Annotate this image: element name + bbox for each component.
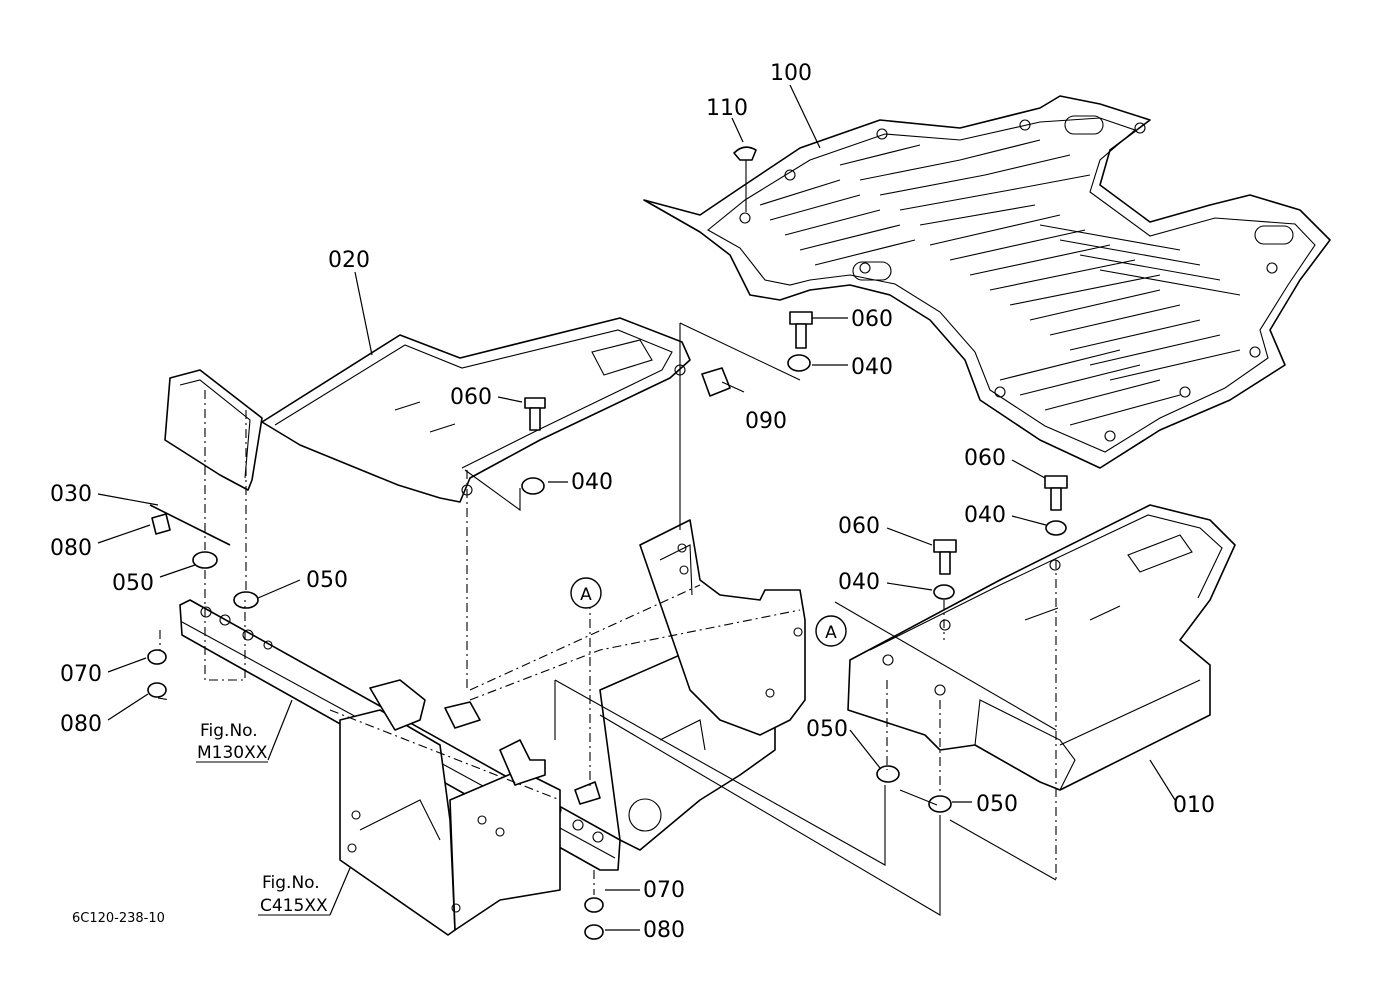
marker-a-left: A [570,577,602,609]
fig-ref-1-code: M130XX [197,743,268,763]
callout-060-a: 060 [851,307,893,332]
frame-assembly [179,519,806,936]
callout-110: 110 [706,96,748,121]
callout-060-c: 060 [964,446,1006,471]
leader-lines [97,84,1176,931]
fig-ref-1-prefix: Fig.No. [200,721,258,741]
step-plate-010 [847,504,1236,791]
marker-a-right-label: A [825,623,837,643]
callout-050-d: 050 [976,792,1018,817]
assembly-lines [157,322,1057,916]
callout-050-b: 050 [306,568,348,593]
callout-100: 100 [770,61,812,86]
callout-040-a: 040 [851,355,893,380]
marker-a-right: A [815,615,847,647]
figure-reference-1: Fig.No. M130XX [196,721,268,763]
callout-040-b: 040 [571,470,613,495]
callout-090: 090 [745,409,787,434]
callout-040-c: 040 [964,503,1006,528]
figure-reference-2: Fig.No. C415XX [258,873,330,916]
callout-020: 020 [328,248,370,273]
fig-ref-2-prefix: Fig.No. [262,873,320,893]
callout-040-d: 040 [838,570,880,595]
callout-070-b: 070 [643,878,685,903]
floor-mat-100 [643,95,1331,469]
callout-050-a: 050 [112,571,154,596]
callout-labels: 100 110 020 060 040 060 090 040 030 080 … [50,61,1215,943]
callout-010: 010 [1173,793,1215,818]
callout-080-a: 080 [50,536,92,561]
marker-a-left-label: A [580,585,592,605]
callout-060-b: 060 [450,385,492,410]
fasteners [147,311,1068,940]
callout-050-c: 050 [806,717,848,742]
callout-080-c: 080 [643,918,685,943]
step-plate-020 [164,317,731,503]
callout-060-d: 060 [838,514,880,539]
callout-070-a: 070 [60,662,102,687]
fig-ref-2-code: C415XX [260,896,328,916]
clip-110 [733,146,757,212]
callout-080-b: 080 [60,712,102,737]
callout-030: 030 [50,482,92,507]
drawing-id: 6C120-238-10 [72,911,165,926]
